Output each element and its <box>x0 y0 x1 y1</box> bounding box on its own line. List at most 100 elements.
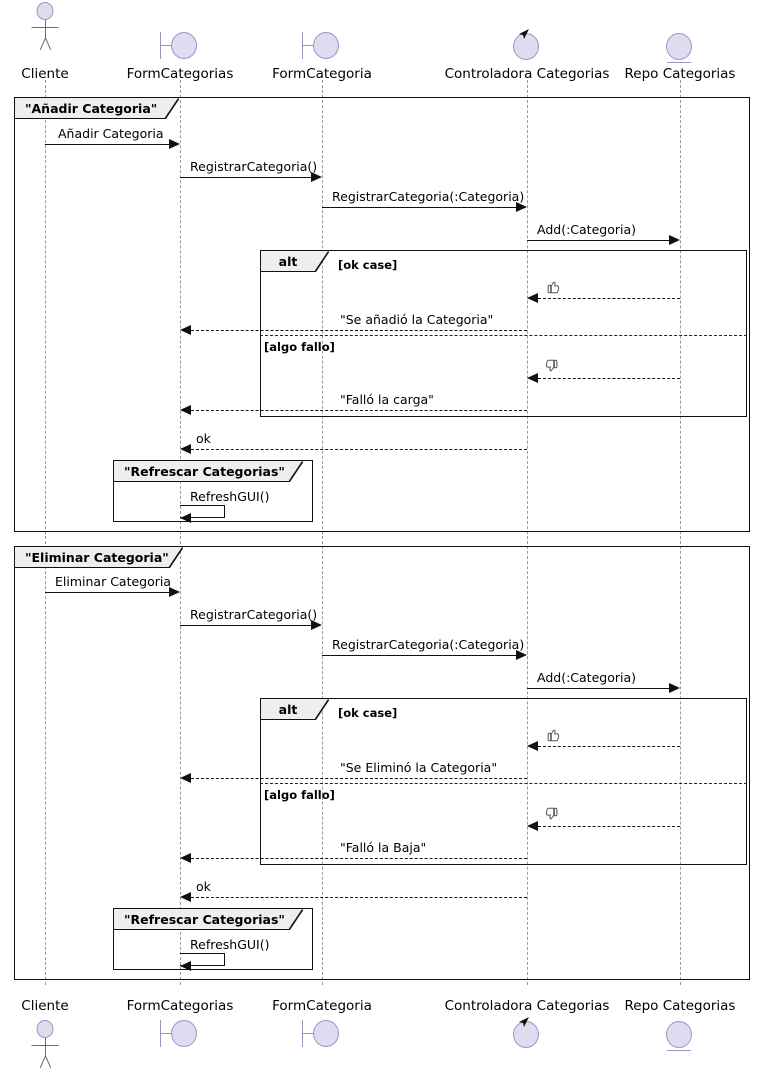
message-return-fallo-baja <box>191 858 527 859</box>
group-header: "Refrescar Categorias" <box>114 461 289 482</box>
alt-branch-condition: [algo fallo] <box>264 788 335 802</box>
fold-corner-icon <box>169 547 183 568</box>
alt-operator-header: alt <box>261 699 315 720</box>
entity-icon <box>666 33 694 65</box>
arrowhead-icon <box>311 172 322 182</box>
fold-corner-icon <box>289 461 303 482</box>
arrowhead-icon <box>311 620 322 630</box>
fold-corner-icon <box>289 909 303 930</box>
message-arrow-registrarcategoria-categoria-2 <box>322 655 516 656</box>
arrowhead-icon <box>180 513 191 523</box>
alt-operator-label: alt <box>278 701 298 717</box>
message-return-fail-repo-2 <box>538 826 680 827</box>
group-label: "Añadir Categoria" <box>25 100 158 116</box>
group-header: "Añadir Categoria" <box>15 98 165 119</box>
group-label: "Refrescar Categorias" <box>124 463 285 479</box>
actor-icon <box>25 2 65 51</box>
participant-label: Repo Categorias <box>624 66 736 82</box>
actor-icon <box>25 1020 65 1069</box>
lifeline-repo <box>680 80 681 985</box>
message-label: RegistrarCategoria(:Categoria) <box>332 189 525 204</box>
alt-fragment-eliminar: alt <box>260 698 747 865</box>
thumbs-down-icon <box>545 359 560 374</box>
message-label: Add(:Categoria) <box>537 222 636 237</box>
arrowhead-icon <box>180 892 191 902</box>
thumbs-up-icon <box>545 279 560 294</box>
message-label: Añadir Categoria <box>58 126 164 141</box>
message-arrow-registrarcategoria <box>180 177 311 178</box>
arrowhead-icon <box>516 650 527 660</box>
group-fragment-anadir: "Añadir Categoria" <box>14 97 750 532</box>
arrowhead-icon <box>169 587 180 597</box>
arrowhead-icon <box>527 293 538 303</box>
arrowhead-icon <box>516 202 527 212</box>
participant-label: FormCategorias <box>126 66 234 82</box>
boundary-icon <box>160 32 200 60</box>
arrowhead-icon <box>180 853 191 863</box>
message-return-fallo-carga <box>191 410 527 411</box>
participant-label: FormCategorias <box>126 998 234 1014</box>
self-message-loop <box>180 505 225 518</box>
message-return-se-elimino <box>191 778 527 779</box>
message-arrow-registrarcategoria-categoria <box>322 207 516 208</box>
lifeline-formcategoria <box>322 80 323 985</box>
message-return-ok-repo <box>538 298 680 299</box>
message-return-se-anadio <box>191 330 527 331</box>
group-label: "Eliminar Categoria" <box>25 549 169 565</box>
arrowhead-icon <box>180 961 191 971</box>
alt-operator-header: alt <box>261 251 315 272</box>
message-label: Add(:Categoria) <box>537 670 636 685</box>
message-label: ok <box>196 431 211 446</box>
fold-corner-icon <box>315 251 329 272</box>
message-label: "Se añadió la Categoria" <box>340 312 494 327</box>
entity-icon <box>666 1021 694 1053</box>
boundary-icon <box>302 32 342 60</box>
arrowhead-icon <box>527 373 538 383</box>
arrowhead-icon <box>169 139 180 149</box>
message-arrow-eliminar-categoria <box>45 592 169 593</box>
message-return-ok <box>191 449 527 450</box>
group-header: "Eliminar Categoria" <box>15 547 169 568</box>
boundary-icon <box>160 1020 200 1048</box>
boundary-icon <box>302 1020 342 1048</box>
message-return-fail-repo <box>538 378 680 379</box>
alt-branch-condition: [algo fallo] <box>264 340 335 354</box>
message-label: RegistrarCategoria(:Categoria) <box>332 637 525 652</box>
participant-label: Repo Categorias <box>624 998 736 1014</box>
message-label: RegistrarCategoria() <box>190 159 318 174</box>
arrowhead-icon <box>527 741 538 751</box>
thumbs-up-icon <box>545 727 560 742</box>
message-return-ok-2 <box>191 897 527 898</box>
participant-label: Cliente <box>21 66 69 82</box>
thumbs-down-icon <box>545 807 560 822</box>
message-label: RefreshGUI() <box>190 937 270 952</box>
alt-operator-label: alt <box>278 253 298 269</box>
fold-corner-icon <box>165 98 179 119</box>
participant-label: FormCategoria <box>272 66 372 82</box>
control-icon <box>513 29 541 60</box>
self-message-loop <box>180 953 225 966</box>
message-arrow-add-categoria-2 <box>527 688 669 689</box>
lifeline-formcategorias <box>180 80 181 985</box>
group-fragment-eliminar: "Eliminar Categoria" <box>14 546 750 980</box>
message-arrow-registrarcategoria-2 <box>180 625 311 626</box>
arrowhead-icon <box>180 444 191 454</box>
message-label: "Falló la carga" <box>340 392 434 407</box>
participant-label: Cliente <box>21 998 69 1014</box>
alt-branch-divider <box>260 783 747 784</box>
message-label: ok <box>196 879 211 894</box>
arrowhead-icon <box>180 325 191 335</box>
lifeline-cliente <box>45 80 46 985</box>
arrowhead-icon <box>180 773 191 783</box>
message-arrow-anadir-categoria <box>45 144 169 145</box>
message-arrow-add-categoria <box>527 240 669 241</box>
alt-branch-condition: [ok case] <box>338 258 398 272</box>
message-label: "Se Eliminó la Categoria" <box>340 760 498 775</box>
control-icon <box>513 1017 541 1048</box>
fold-corner-icon <box>315 699 329 720</box>
group-fragment-refrescar-2: "Refrescar Categorias" <box>113 908 313 970</box>
participant-label: FormCategoria <box>272 998 372 1014</box>
message-label: "Falló la Baja" <box>340 840 427 855</box>
group-label: "Refrescar Categorias" <box>124 911 285 927</box>
